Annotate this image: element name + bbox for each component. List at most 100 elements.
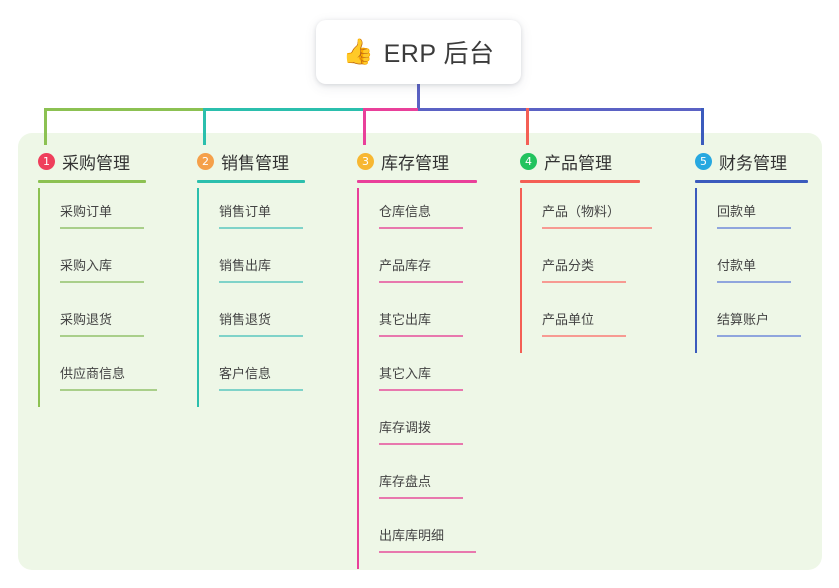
- branch-number-badge: 4: [520, 152, 537, 170]
- leaf-label: 采购订单: [60, 204, 113, 219]
- branch-title: 财务管理: [719, 153, 787, 173]
- leaf-trunk-line: [357, 515, 359, 569]
- root-title: ERP 后台: [383, 40, 495, 68]
- branch-drop-line-2: [203, 108, 206, 145]
- leaf-label: 库存调拨: [379, 420, 432, 435]
- branch-number-badge: 3: [357, 152, 374, 170]
- branch-header-4[interactable]: 4 产品管理: [520, 148, 640, 174]
- leaf-label: 其它出库: [379, 312, 432, 327]
- leaf-item[interactable]: 付款单: [695, 245, 808, 299]
- leaf-label: 回款单: [717, 204, 757, 219]
- leaf-trunk-line: [357, 353, 359, 407]
- leaf-trunk-line: [695, 245, 697, 299]
- branch-header-5[interactable]: 5 财务管理: [695, 148, 808, 174]
- leaf-item[interactable]: 产品（物料）: [520, 191, 652, 245]
- leaf-item[interactable]: 采购订单: [38, 191, 146, 245]
- leaf-underline: [60, 281, 144, 283]
- leaf-underline: [379, 443, 463, 445]
- branch-header-3[interactable]: 3 库存管理: [357, 148, 477, 174]
- bar-segment-2: [203, 108, 366, 111]
- leaf-trunk-line: [197, 353, 199, 407]
- leaf-trunk-line: [695, 299, 697, 353]
- root-stem-line: [417, 84, 420, 111]
- leaf-item[interactable]: 其它入库: [357, 353, 477, 407]
- branch-drop-line-4: [526, 108, 529, 145]
- leaf-item[interactable]: 采购入库: [38, 245, 146, 299]
- branch-column-5: 5 财务管理回款单付款单结算账户: [695, 148, 808, 353]
- leaf-underline: [379, 335, 463, 337]
- branch-underline: [520, 180, 640, 183]
- leaf-trunk-line: [520, 191, 522, 245]
- leaf-item[interactable]: 回款单: [695, 191, 808, 245]
- leaf-label: 客户信息: [219, 366, 272, 381]
- leaf-item[interactable]: 出库库明细: [357, 515, 477, 569]
- leaf-underline: [542, 281, 626, 283]
- leaf-item[interactable]: 销售订单: [197, 191, 305, 245]
- bar-segment-1: [44, 108, 206, 111]
- leaf-item[interactable]: 产品库存: [357, 245, 477, 299]
- leaf-trunk-line: [197, 299, 199, 353]
- branch-underline: [357, 180, 477, 183]
- leaf-label: 产品单位: [542, 312, 595, 327]
- leaf-underline: [60, 389, 157, 391]
- leaf-label: 库存盘点: [379, 474, 432, 489]
- leaf-trunk-line: [520, 245, 522, 299]
- leaf-list: 仓库信息产品库存其它出库其它入库库存调拨库存盘点出库库明细: [357, 191, 477, 569]
- branch-title: 采购管理: [62, 153, 130, 173]
- leaf-list: 采购订单采购入库采购退货供应商信息: [38, 191, 157, 407]
- leaf-underline: [717, 281, 791, 283]
- leaf-underline: [379, 389, 463, 391]
- leaf-label: 产品分类: [542, 258, 595, 273]
- leaf-underline: [60, 227, 144, 229]
- leaf-label: 销售退货: [219, 312, 272, 327]
- leaf-underline: [219, 335, 303, 337]
- leaf-item[interactable]: 采购退货: [38, 299, 146, 353]
- branch-column-1: 1 采购管理采购订单采购入库采购退货供应商信息: [38, 148, 157, 407]
- branch-column-4: 4 产品管理产品（物料） 产品分类产品单位: [520, 148, 652, 353]
- branch-underline: [197, 180, 305, 183]
- leaf-item[interactable]: 销售退货: [197, 299, 305, 353]
- leaf-item[interactable]: 客户信息: [197, 353, 305, 407]
- leaf-trunk-line: [357, 407, 359, 461]
- leaf-trunk-line: [38, 245, 40, 299]
- leaf-label: 结算账户: [717, 312, 770, 327]
- leaf-label: 仓库信息: [379, 204, 432, 219]
- leaf-trunk-line: [38, 353, 40, 407]
- leaf-label: 出库库明细: [379, 528, 445, 543]
- branch-number-badge: 5: [695, 152, 712, 170]
- leaf-item[interactable]: 供应商信息: [38, 353, 157, 407]
- leaf-trunk-line: [695, 191, 697, 245]
- leaf-trunk-line: [197, 191, 199, 245]
- leaf-trunk-line: [38, 299, 40, 353]
- branch-title: 销售管理: [221, 153, 289, 173]
- leaf-label: 其它入库: [379, 366, 432, 381]
- leaf-trunk-line: [357, 191, 359, 245]
- branch-column-3: 3 库存管理仓库信息产品库存其它出库其它入库库存调拨库存盘点出库库明细: [357, 148, 477, 569]
- leaf-item[interactable]: 库存盘点: [357, 461, 477, 515]
- leaf-item[interactable]: 其它出库: [357, 299, 477, 353]
- leaf-item[interactable]: 库存调拨: [357, 407, 477, 461]
- leaf-underline: [60, 335, 144, 337]
- root-node[interactable]: 👍 ERP 后台: [316, 20, 521, 84]
- leaf-trunk-line: [357, 299, 359, 353]
- leaf-label: 采购入库: [60, 258, 113, 273]
- leaf-item[interactable]: 仓库信息: [357, 191, 477, 245]
- leaf-item[interactable]: 销售出库: [197, 245, 305, 299]
- leaf-label: 产品库存: [379, 258, 432, 273]
- branch-number-badge: 1: [38, 152, 55, 170]
- leaf-underline: [542, 335, 626, 337]
- branch-title: 库存管理: [381, 153, 449, 173]
- leaf-item[interactable]: 结算账户: [695, 299, 808, 353]
- leaf-label: 销售出库: [219, 258, 272, 273]
- leaf-label: 销售订单: [219, 204, 272, 219]
- leaf-item[interactable]: 产品单位: [520, 299, 640, 353]
- leaf-underline: [379, 227, 463, 229]
- branch-underline: [38, 180, 146, 183]
- branch-title: 产品管理: [544, 153, 612, 173]
- leaf-item[interactable]: 产品分类: [520, 245, 640, 299]
- leaf-trunk-line: [357, 461, 359, 515]
- branch-header-1[interactable]: 1 采购管理: [38, 148, 146, 174]
